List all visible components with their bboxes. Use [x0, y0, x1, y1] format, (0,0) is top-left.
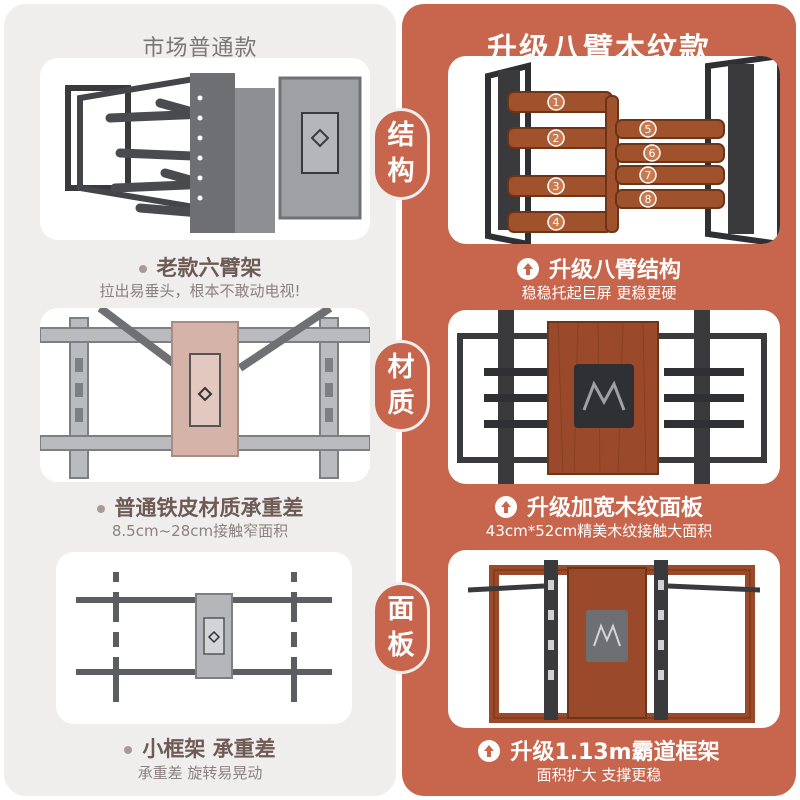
up-arrow-icon: [478, 740, 501, 762]
brand-logo-icon: [593, 623, 621, 647]
upgraded-item-2-title: 升级加宽木纹面板: [402, 490, 796, 522]
arm-number-label: 6: [649, 147, 656, 160]
arm-number-label: 5: [645, 123, 652, 136]
standard-item-3-subtitle: 承重差 旋转易晃动: [137, 764, 263, 782]
upgraded-eight-arm-image: 1 2 3 4 5 6 7 8: [448, 56, 780, 244]
standard-item-3-title: 小框架 承重差: [4, 733, 396, 763]
upgraded-item-3-subtitle: 面积扩大 支撑更稳: [536, 766, 662, 784]
tag-material: 材 质: [372, 340, 430, 432]
arm-number-label: 3: [553, 180, 560, 193]
brand-logo-icon: [582, 380, 626, 411]
bullet-dot-icon: [96, 505, 105, 513]
arm-number-label: 4: [553, 216, 560, 229]
standard-small-frame-image: [56, 552, 352, 724]
tag-panel-char-2: 板: [387, 630, 415, 661]
tag-structure: 结 构: [372, 108, 430, 200]
standard-item-1-title: 老款六臂架: [4, 252, 396, 282]
tag-structure-char-1: 结: [387, 120, 415, 151]
upgraded-item-1-title: 升级八臂结构: [402, 252, 796, 284]
standard-item-2-title: 普通铁皮材质承重差: [4, 492, 396, 522]
arm-number-label: 8: [645, 193, 652, 206]
up-arrow-icon: [516, 258, 539, 280]
arm-number-label: 1: [553, 96, 560, 109]
brand-logo-icon: [310, 128, 330, 148]
tag-panel-char-1: 面: [387, 594, 415, 625]
upgraded-item-1-subtitle: 稳稳托起巨屏 更稳更硬: [521, 284, 677, 302]
standard-column-title: 市场普通款: [142, 36, 258, 61]
tag-panel: 面 板: [372, 582, 430, 674]
tag-structure-char-2: 构: [387, 156, 415, 187]
tag-material-char-1: 材: [387, 352, 415, 383]
arm-number-label: 7: [645, 169, 652, 182]
arm-number-label: 2: [553, 132, 560, 145]
upgraded-wood-panel-image: [448, 310, 780, 484]
standard-six-arm-image: [40, 58, 370, 240]
bullet-dot-icon: [138, 265, 147, 273]
up-arrow-icon: [494, 496, 517, 518]
upgraded-large-frame-image: [448, 550, 780, 728]
standard-item-1-subtitle: 拉出易垂头，根本不敢动电视!: [99, 282, 301, 300]
upgraded-item-3-title: 升级1.13m霸道框架: [402, 734, 796, 766]
upgraded-item-2-subtitle: 43cm*52cm精美木纹接触大面积: [485, 522, 713, 540]
tag-material-char-2: 质: [387, 388, 415, 419]
standard-sheet-metal-image: [40, 308, 370, 482]
standard-item-2-subtitle: 8.5cm~28cm接触窄面积: [111, 522, 289, 540]
bullet-dot-icon: [124, 746, 133, 754]
